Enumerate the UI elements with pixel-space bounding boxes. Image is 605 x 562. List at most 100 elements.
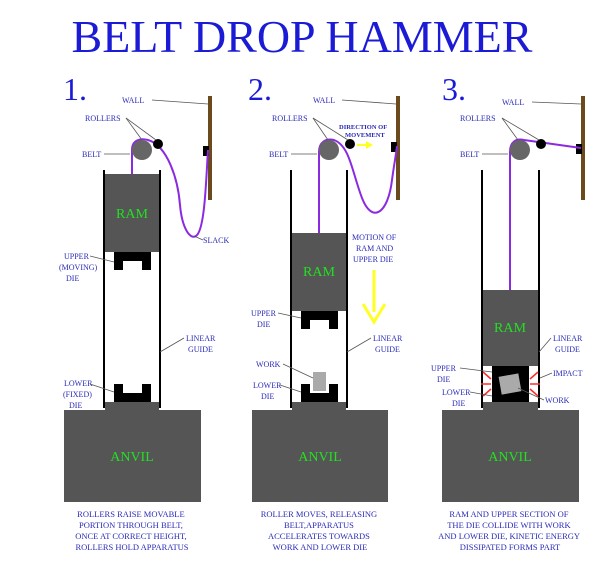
panel-3-caption-line-1: RAM AND UPPER SECTION OF — [449, 509, 568, 519]
panel-3-rollers-leader-b — [501, 117, 540, 141]
panel-1-lower-die-label: LOWER (FIXED) DIE — [63, 379, 94, 410]
panel-3-roller-small — [536, 139, 546, 149]
panel-2-wall-leader — [341, 99, 397, 105]
panel-1-anvil-neck — [105, 402, 159, 410]
panel-2-lower-die-leader — [279, 384, 302, 393]
panel-3-wall — [581, 96, 585, 200]
panel-2-wall-bracket — [391, 142, 397, 152]
panel-2-linear-guide-line-2: GUIDE — [375, 345, 400, 354]
panel-3-caption-line-4: DISSIPATED FORMS PART — [460, 542, 561, 552]
panel-1-linear-guide-leader — [159, 337, 185, 353]
panel-3-belt-label: BELT — [460, 150, 479, 159]
panel-3-wall-label: WALL — [502, 98, 524, 107]
panel-1-caption-line-3: ONCE AT CORRECT HEIGHT, — [75, 531, 186, 541]
panel-1-upper-die-label: UPPER (MOVING) DIE — [59, 252, 99, 283]
panel-2-upper-die-line-1: UPPER — [251, 309, 277, 318]
panel-1-lower-die-line-1: LOWER — [64, 379, 93, 388]
panel-2-anvil-label: ANVIL — [298, 450, 342, 465]
panel-1-belt — [131, 138, 209, 238]
panel-2-linear-guide-leader — [346, 337, 372, 353]
panel-3-impact-leader — [539, 372, 553, 379]
panel-2-ram-label: RAM — [303, 265, 335, 280]
panel-2-linear-guide-line-1: LINEAR — [373, 334, 403, 343]
panel-2-caption-line-3: ACCELERATES TOWARDS — [268, 531, 370, 541]
panel-3-impact-marks — [481, 371, 540, 397]
panel-1-anvil-label: ANVIL — [110, 450, 154, 465]
panel-3-roller-large — [510, 140, 530, 160]
panel-2-wall — [396, 96, 400, 200]
panel-2-direction-label: DIRECTION OF MOVEMENT — [339, 124, 389, 139]
diagram-title: BELT DROP HAMMER — [72, 11, 533, 62]
panel-1-slack-label: SLACK — [203, 236, 229, 245]
panel-3-anvil — [442, 410, 579, 502]
panel-3-lower-die-line-2: DIE — [452, 399, 465, 408]
panel-3-upper-die-label: UPPER DIE — [431, 364, 458, 384]
panel-2-number: 2. — [248, 71, 272, 107]
panel-2-rollers-leader-b — [312, 117, 349, 141]
panel-1-wall — [208, 96, 212, 200]
panel-1-caption-line-2: PORTION THROUGH BELT, — [79, 520, 183, 530]
panel-1-caption: ROLLERS RAISE MOVABLE PORTION THROUGH BE… — [75, 509, 189, 552]
panel-1-caption-line-4: ROLLERS HOLD APPARATUS — [75, 542, 188, 552]
panel-3-caption-line-3: AND LOWER DIE, KINETIC ENERGY — [438, 531, 580, 541]
panel-2-work-label: WORK — [256, 360, 281, 369]
panel-3-lower-die-leader — [469, 391, 493, 397]
panel-2-direction-line-1: DIRECTION OF — [339, 124, 387, 131]
panel-3-anvil-label: ANVIL — [488, 450, 532, 465]
panel-3-wall-bracket — [576, 144, 582, 154]
panel-1-upper-die-line-3: DIE — [66, 274, 79, 283]
panel-2-motion-label: MOTION OF RAM AND UPPER DIE — [352, 233, 398, 264]
panel-1-belt-label: BELT — [82, 150, 101, 159]
panel-3-wall-leader — [531, 101, 582, 105]
panel-2-upper-die-leader — [277, 312, 302, 319]
panel-2-rollers-leader-a — [312, 117, 329, 141]
panel-1-linear-guide-line-2: GUIDE — [188, 345, 213, 354]
panel-1-lower-die — [114, 384, 151, 402]
panel-1-ram — [105, 174, 159, 252]
panel-1-rollers-leader-a — [125, 117, 143, 141]
panel-2-lower-die-line-1: LOWER — [253, 381, 282, 390]
panel-3-upper-die-line-1: UPPER — [431, 364, 457, 373]
panel-2-anvil — [252, 410, 388, 502]
panel-2-motion-line-3: UPPER DIE — [353, 255, 393, 264]
panel-2-caption-line-4: WORK AND LOWER DIE — [273, 542, 368, 552]
panel-2-upper-die-label: UPPER DIE — [251, 309, 278, 329]
panel-1-lower-die-line-3: DIE — [69, 401, 82, 410]
panel-1-roller-small — [153, 139, 163, 149]
panel-3-ram-label: RAM — [494, 321, 526, 336]
panel-2-roller-small — [345, 139, 355, 149]
panel-1-rollers-leader-b — [125, 117, 157, 141]
panel-3-linear-guide-leader — [538, 337, 552, 353]
panel-3-lower-die-line-1: LOWER — [442, 388, 471, 397]
panel-2-direction-line-2: MOVEMENT — [345, 132, 385, 139]
panel-3-anvil-neck — [483, 402, 538, 410]
panel-1-upper-die-line-2: (MOVING) — [59, 263, 98, 272]
panel-2-motion-line-2: RAM AND — [356, 244, 393, 253]
panel-3-linear-guide-line-2: GUIDE — [555, 345, 580, 354]
panel-3-linear-guide-label: LINEAR GUIDE — [553, 334, 584, 354]
panel-3-rollers-label: ROLLERS — [460, 114, 496, 123]
panel-1-lower-die-line-2: (FIXED) — [63, 390, 92, 399]
panel-3-lower-die-label: LOWER DIE — [442, 388, 472, 408]
panel-3-caption-line-2: THE DIE COLLIDE WITH WORK — [447, 520, 571, 530]
panel-2-rollers-label: ROLLERS — [272, 114, 308, 123]
panel-2-direction-arrow-head — [366, 141, 373, 149]
panel-3-ram — [483, 290, 538, 366]
panel-1-lower-die-leader — [89, 383, 115, 393]
panel-3-linear-guide-line-1: LINEAR — [553, 334, 583, 343]
panel-2-work-leader — [282, 363, 314, 379]
panel-1-upper-die-leader — [89, 255, 115, 263]
panel-2-anvil-neck — [292, 402, 346, 410]
panel-2-belt-label: BELT — [269, 150, 288, 159]
panel-2-caption-line-2: BELT,APPARATUS — [284, 520, 354, 530]
panel-1-slack-leader — [193, 235, 204, 241]
panel-1-ram-label: RAM — [116, 207, 148, 222]
panel-1-linear-guide-label: LINEAR GUIDE — [186, 334, 217, 354]
panel-3-number: 3. — [442, 71, 466, 107]
panel-1-roller-large — [132, 140, 152, 160]
panel-3: 3. RAM ANVIL WALL ROLLERS BELT — [431, 71, 585, 552]
panel-2-caption-line-1: ROLLER MOVES, RELEASING — [261, 509, 377, 519]
panel-1-linear-guide-line-1: LINEAR — [186, 334, 216, 343]
